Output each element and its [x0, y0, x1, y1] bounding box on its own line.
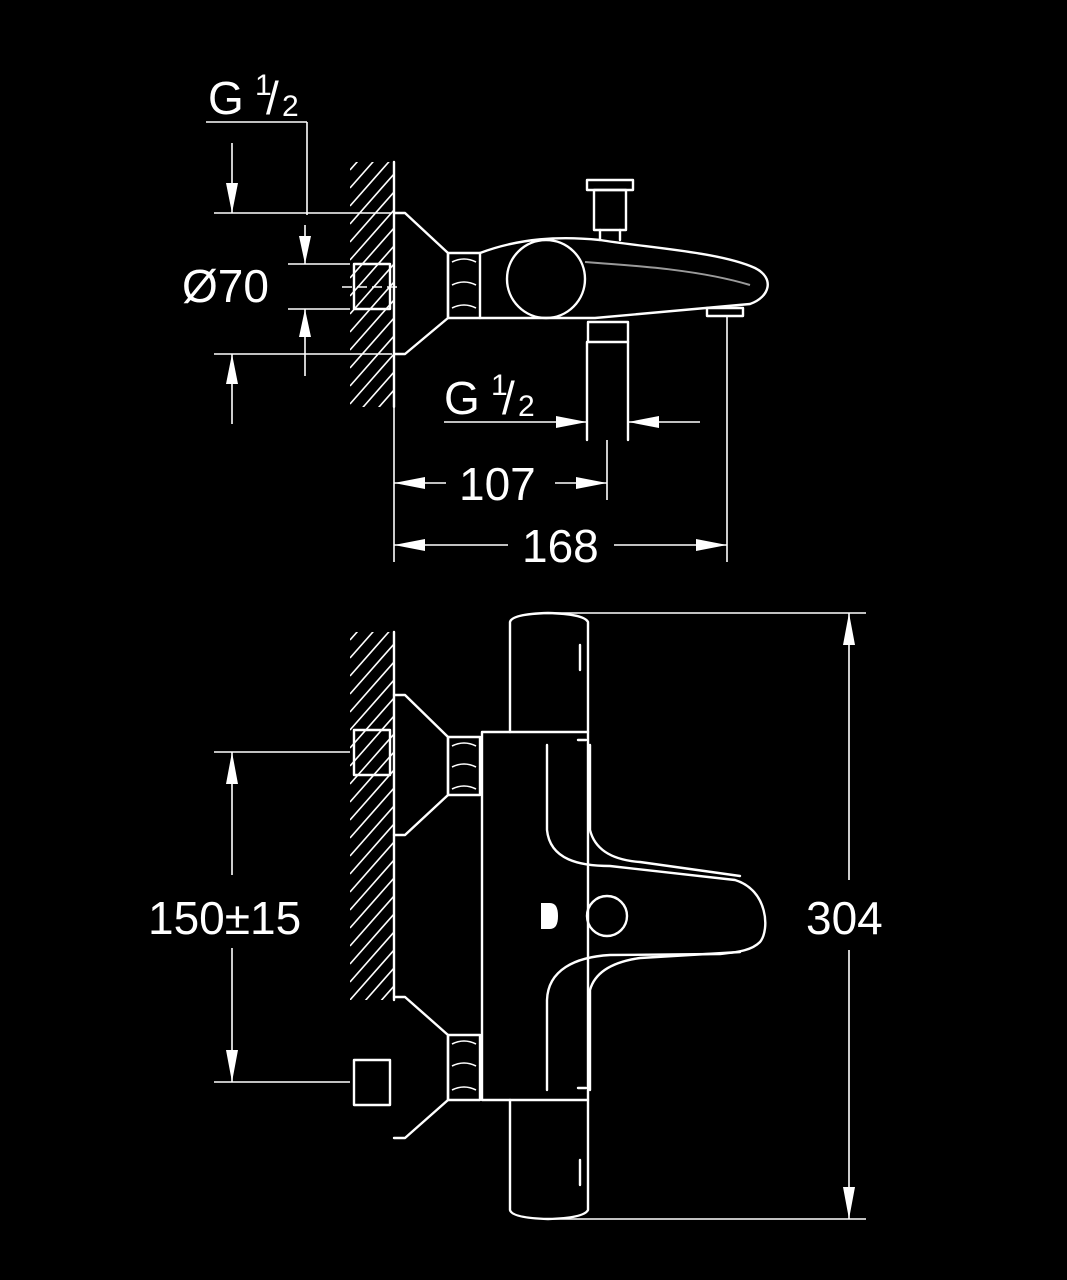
nut-lower	[446, 1033, 482, 1102]
hatch-line	[350, 931, 394, 983]
hatch-line	[350, 697, 394, 749]
hatch-line	[350, 632, 390, 677]
inlet-upper	[352, 728, 392, 777]
bottom-handle	[508, 1098, 590, 1221]
diverter-button	[585, 894, 629, 938]
top-handle	[508, 611, 590, 734]
wall-hatch-bottom	[350, 572, 394, 1054]
hatch-line	[350, 643, 394, 695]
hatch-line	[362, 371, 394, 407]
hatch-line	[350, 335, 394, 387]
hatch-line	[350, 102, 394, 152]
mixer-body-front	[480, 730, 590, 1102]
hatch-line	[350, 1004, 394, 1054]
hatch-line	[350, 787, 394, 839]
diverter-knob	[585, 178, 635, 192]
escutcheon-lower	[392, 995, 450, 1140]
nut-lower-facets	[451, 1040, 477, 1091]
body-contour	[584, 261, 751, 286]
thread-outlet-num: 1	[491, 369, 508, 402]
spout-inner-bottom	[588, 950, 742, 1092]
hatch-line	[350, 841, 394, 893]
arrow-height-top	[843, 613, 855, 645]
thread-top-den: 2	[282, 90, 299, 123]
hatch-line	[364, 967, 394, 1000]
diameter-label: Ø70	[182, 260, 269, 312]
escutcheon-upper	[392, 693, 450, 837]
hatch-line	[380, 985, 394, 1000]
nut-facets	[451, 258, 477, 309]
arrow-outlet-left	[556, 416, 587, 428]
arrow-outlet-right	[628, 416, 659, 428]
hatch-line	[350, 913, 394, 965]
thread-outlet-base: G	[444, 372, 480, 424]
hatch-line	[350, 823, 394, 875]
hatch-line	[350, 877, 394, 929]
arrow-inlet-bottom	[299, 309, 311, 337]
thread-top-num: 1	[255, 69, 272, 102]
arrow-168-right	[696, 539, 727, 551]
hatch-line	[350, 679, 394, 731]
hatch-line	[350, 209, 394, 261]
hatch-line	[350, 949, 394, 1000]
dim-168-label: 168	[522, 520, 599, 572]
nut-upper-facets	[451, 742, 477, 790]
inlet-spacing-label: 150±15	[148, 892, 301, 944]
hatch-line	[350, 661, 394, 713]
dim-107-label: 107	[459, 458, 536, 510]
spout-inner-top	[588, 743, 742, 878]
thread-top-slash: /	[266, 72, 279, 124]
wall-hatch-top	[350, 102, 394, 476]
inlet-lower	[352, 1058, 392, 1107]
hatch-line	[350, 227, 394, 279]
arrow-107-left	[394, 477, 425, 489]
hatch-line	[350, 191, 394, 243]
hatch-line	[350, 572, 394, 622]
hatch-line	[350, 263, 394, 315]
hatch-line	[350, 353, 394, 405]
hatch-line	[350, 751, 394, 803]
thread-top-base: G	[208, 72, 244, 124]
side-view: G 1 / 2 Ø70 G 1 / 2 107 168	[182, 69, 769, 572]
arrow-inlet-top	[299, 236, 311, 264]
hatch-line	[350, 715, 394, 767]
hatch-line	[350, 317, 394, 369]
arrow-168-left	[394, 539, 425, 551]
nut-upper	[446, 735, 482, 797]
spout-aerator	[705, 306, 745, 318]
hatch-line	[350, 162, 374, 189]
spout-front	[545, 743, 767, 1092]
arrow-height-bottom	[843, 1187, 855, 1219]
diverter-neck	[598, 228, 622, 242]
hatch-line	[350, 162, 390, 207]
hatch-line	[350, 408, 394, 458]
hatch-line	[350, 805, 394, 857]
arrow-spacing-top	[226, 752, 238, 784]
thermostat-handle	[505, 238, 587, 320]
indicator-mark	[541, 903, 558, 929]
hatch-line	[350, 173, 394, 225]
hatch-line	[350, 859, 394, 911]
hatch-line	[350, 632, 374, 659]
arrow-spacing-bottom	[226, 1050, 238, 1082]
height-label: 304	[806, 892, 883, 944]
diverter-stem	[592, 188, 628, 232]
hatch-line	[350, 426, 394, 476]
thread-outlet-slash: /	[502, 372, 515, 424]
hatch-line	[377, 389, 394, 407]
thread-outlet-den: 2	[518, 390, 535, 423]
arrow-diam-bottom	[226, 354, 238, 384]
arrow-diam-top	[226, 183, 238, 213]
arrow-107-right	[576, 477, 607, 489]
hatch-line	[350, 769, 394, 821]
hatch-line	[350, 281, 394, 333]
escutcheon	[392, 211, 450, 356]
outlet-connector	[586, 320, 630, 344]
front-view: 150±15 304	[148, 572, 883, 1221]
hatch-line	[350, 895, 394, 947]
